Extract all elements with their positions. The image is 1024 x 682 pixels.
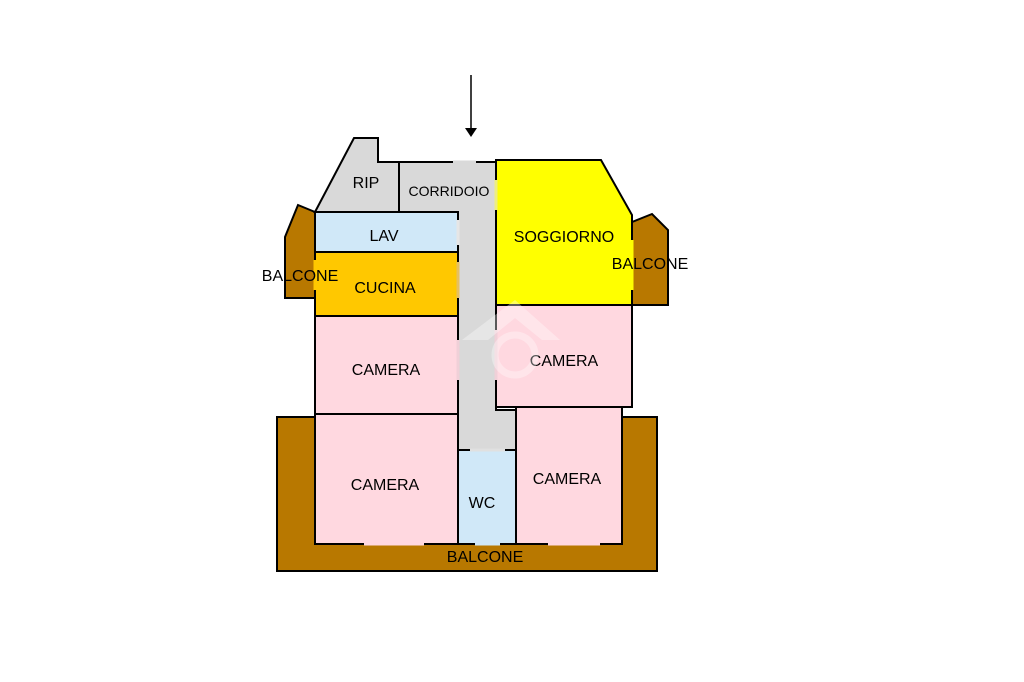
entrance-arrow-icon <box>465 75 477 137</box>
label-balcone-right: BALCONE <box>612 256 688 273</box>
room-camera-right-bottom <box>515 406 623 545</box>
label-camera-left-bottom: CAMERA <box>351 477 420 494</box>
label-camera-right-bottom: CAMERA <box>533 471 602 488</box>
room-camera-left-bottom <box>314 413 459 545</box>
room-camera-left-mid <box>314 315 459 415</box>
label-lav: LAV <box>369 228 398 245</box>
label-wc: WC <box>469 495 496 512</box>
label-balcone-bottom: BALCONE <box>447 549 523 566</box>
label-camera-left-mid: CAMERA <box>352 362 421 379</box>
label-rip: RIP <box>353 175 380 192</box>
room-cucina <box>314 251 459 317</box>
label-corridoio: CORRIDOIO <box>409 183 490 199</box>
watermark-logo <box>462 300 560 379</box>
label-cucina: CUCINA <box>354 280 416 297</box>
label-camera-right-mid: CAMERA <box>530 353 599 370</box>
label-soggiorno: SOGGIORNO <box>514 229 614 246</box>
room-wc <box>457 449 517 545</box>
label-balcone-left: BALCONE <box>262 268 338 285</box>
door-openings <box>313 160 634 546</box>
